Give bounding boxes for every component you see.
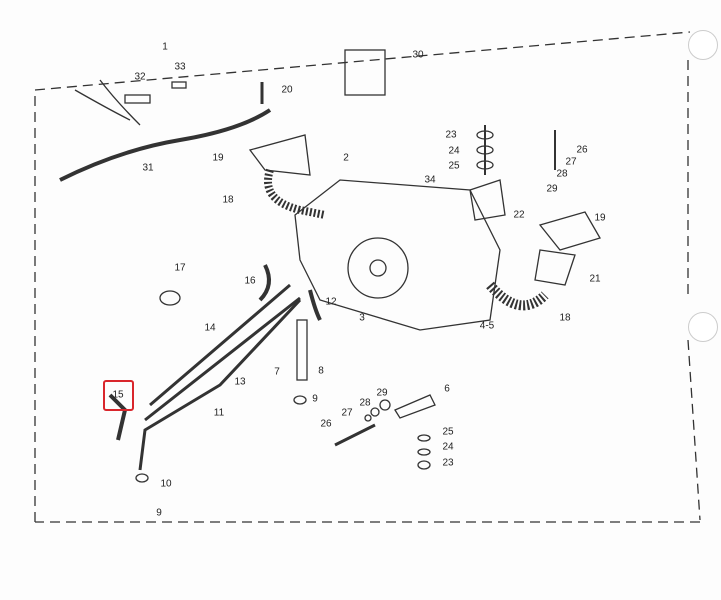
pipe-14 <box>144 283 301 422</box>
part-label: 24 <box>448 145 460 157</box>
part-label: 20 <box>281 84 293 96</box>
bracket-21 <box>534 249 576 286</box>
part-label: 19 <box>594 212 606 224</box>
part-label: 18 <box>559 312 571 324</box>
part-label: 18 <box>222 194 234 206</box>
pipe-13 <box>138 298 302 471</box>
part-label: 33 <box>174 61 186 73</box>
grommet-9 <box>293 395 307 405</box>
switch <box>344 49 386 96</box>
fan-wheel <box>347 237 409 299</box>
hose-16 <box>258 264 271 302</box>
part-label: 25 <box>442 426 454 438</box>
part-label: 22 <box>513 209 525 221</box>
binder-hole <box>688 30 718 60</box>
part-label: 4-5 <box>479 320 495 332</box>
part-label: 3 <box>359 312 365 324</box>
part-label: 28 <box>359 397 371 409</box>
part-label: 27 <box>565 156 577 168</box>
duct-18-left <box>264 168 326 219</box>
part-label: 16 <box>244 275 256 287</box>
part-label: 31 <box>142 162 154 174</box>
part-label: 8 <box>318 365 324 377</box>
part-label: 7 <box>274 366 280 378</box>
part-label: 9 <box>156 507 162 519</box>
part-label: 24 <box>442 441 454 453</box>
vent-19-right <box>538 211 601 251</box>
part-label: 13 <box>234 376 246 388</box>
part-label: 6 <box>444 383 450 395</box>
part-label: 29 <box>546 183 558 195</box>
part-label: 12 <box>325 296 337 308</box>
bracket-6 <box>394 394 436 419</box>
dashed-border <box>34 31 701 523</box>
fuse <box>171 81 187 89</box>
bracket-22 <box>469 179 506 221</box>
heater-box <box>294 179 501 331</box>
part-label: 19 <box>212 152 224 164</box>
part-label: 32 <box>134 71 146 83</box>
part-label: 26 <box>576 144 588 156</box>
duct-18-right <box>486 281 549 311</box>
bolt-26 <box>334 423 376 447</box>
clip-17 <box>159 290 181 306</box>
grommet-10 <box>135 473 149 483</box>
part-label: 30 <box>412 49 424 61</box>
part-label: 2 <box>343 152 349 164</box>
part-label: 34 <box>424 174 436 186</box>
part-label: 29 <box>376 387 388 399</box>
part-label: 1 <box>162 41 168 53</box>
part-label: 25 <box>448 160 460 172</box>
hose-12 <box>308 289 322 321</box>
part-label: 23 <box>445 129 457 141</box>
part-label: 11 <box>213 407 225 419</box>
part-label: 9 <box>312 393 318 405</box>
binder-hole <box>688 312 718 342</box>
part-label: 21 <box>589 273 601 285</box>
part-label: 28 <box>556 168 568 180</box>
fuse-holder <box>124 94 151 104</box>
part-label: 14 <box>204 322 216 334</box>
part-label: 27 <box>341 407 353 419</box>
part-label: 10 <box>160 478 172 490</box>
wiring-harness <box>59 108 272 182</box>
highlight-box <box>103 380 134 411</box>
part-label: 17 <box>174 262 186 274</box>
part-label: 26 <box>320 418 332 430</box>
part-label: 23 <box>442 457 454 469</box>
bolts <box>484 125 556 175</box>
vent-19-left <box>248 134 311 176</box>
part-label-highlighted[interactable]: 15 <box>112 389 124 401</box>
wires <box>74 79 141 126</box>
valve-7-8 <box>296 319 308 381</box>
